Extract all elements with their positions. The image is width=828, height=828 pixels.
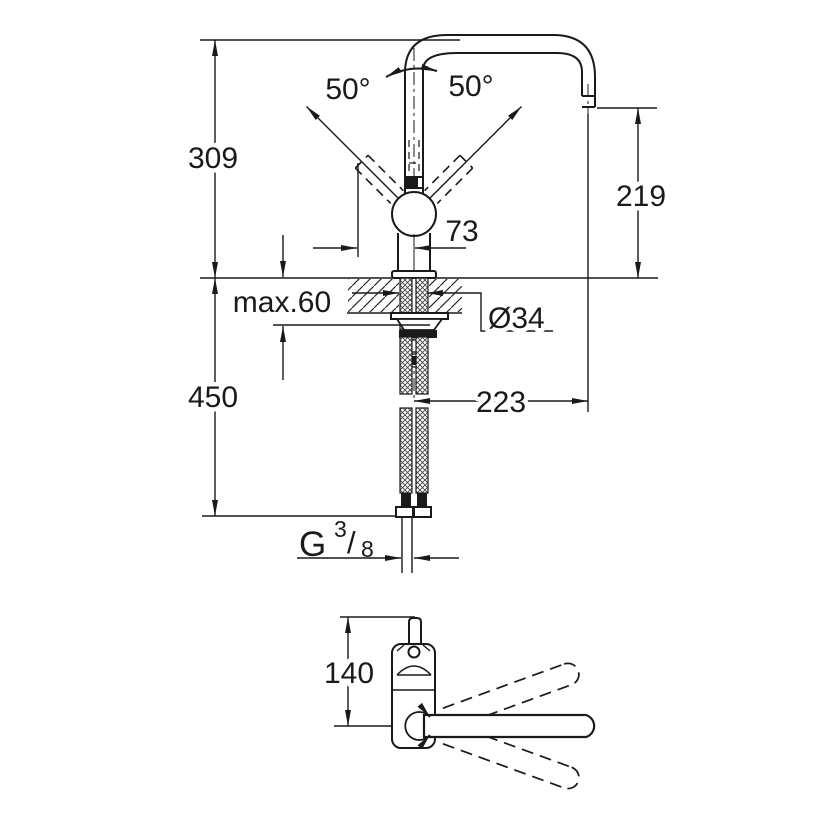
dim-309-label: 309	[188, 142, 238, 175]
lever-rotation-arc	[385, 63, 438, 78]
dim-max60: max.60	[228, 235, 430, 380]
rotation-arc-arrow-icon	[385, 63, 438, 78]
dim-219: 219	[597, 107, 671, 278]
hose-end-fitting-left	[401, 493, 411, 507]
dim-g38: G 3 / 8	[297, 516, 459, 564]
dim-309: 309	[183, 39, 460, 278]
plan-lever-top	[408, 617, 422, 645]
swivel-arrow-icon	[404, 702, 431, 750]
dim-dia34-label: Ø34	[488, 302, 545, 335]
faucet-body	[391, 233, 437, 279]
plan-spout	[422, 713, 596, 739]
connection-nut-left	[395, 506, 414, 518]
dim-450-label: 450	[188, 381, 238, 414]
connection-nut-right	[413, 506, 432, 518]
supply-hose-left	[399, 336, 413, 395]
dim-g38-label: G 3 / 8	[299, 516, 374, 564]
supply-hose-right	[415, 336, 429, 395]
dim-max60-label: max.60	[233, 286, 331, 319]
dim-219-label: 219	[616, 180, 666, 213]
angle-leader-left	[306, 106, 405, 205]
plan-body-details	[393, 665, 434, 691]
dim-140: 140	[319, 616, 415, 727]
dim-140-label: 140	[324, 657, 374, 690]
hose-end-fitting-right	[417, 493, 427, 507]
dim-450: 450	[183, 278, 396, 517]
lever-tilt-right-dashed	[423, 106, 522, 205]
plan-view: 140	[319, 616, 596, 790]
ball-joint	[391, 191, 437, 237]
angle-left-label: 50°	[325, 73, 370, 106]
plan-lever-pivot	[407, 645, 421, 659]
countertop-section	[200, 277, 658, 314]
dim-223: 223	[414, 114, 589, 424]
dim-73-label: 73	[445, 215, 478, 248]
dim-dia34: Ø34	[352, 290, 553, 340]
base-flange	[391, 270, 437, 279]
supply-hoses	[395, 336, 432, 573]
angle-leader-right	[423, 106, 522, 205]
side-view: 50° 50°	[183, 34, 671, 573]
u-spout	[404, 34, 596, 196]
angle-right-label: 50°	[448, 70, 493, 103]
dim-73: 73	[313, 163, 483, 257]
dim-223-label: 223	[476, 386, 526, 419]
mounting-nut	[399, 330, 437, 338]
